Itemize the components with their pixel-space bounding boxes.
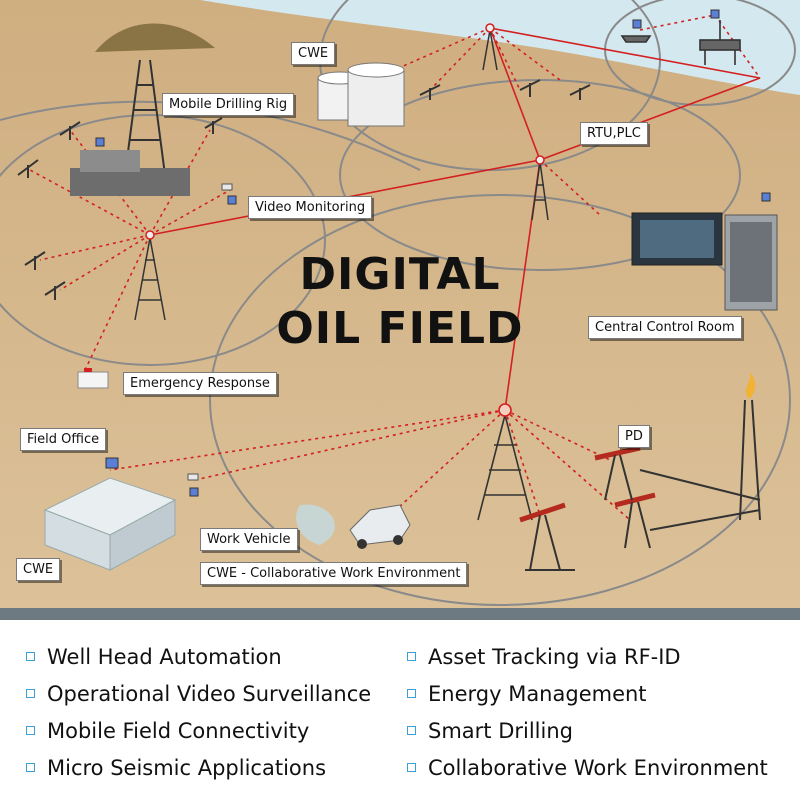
tower-bottom — [477, 403, 533, 521]
tower-left — [134, 230, 166, 321]
label-cwe-top: CWE — [291, 42, 336, 65]
label-rtu-plc: RTU,PLC — [580, 122, 648, 145]
checkbox-icon — [407, 689, 416, 698]
dotted-links — [29, 14, 761, 521]
tower-center — [531, 155, 549, 221]
work-vehicle — [296, 504, 411, 549]
storage-tanks — [317, 62, 405, 127]
feature-item: Micro Seismic Applications — [26, 755, 326, 781]
label-central-control-room: Central Control Room — [588, 316, 742, 339]
offshore-platform — [620, 20, 741, 65]
oil-field-scene — [0, 0, 800, 608]
checkbox-icon — [407, 726, 416, 735]
control-room — [631, 212, 778, 311]
pump-jack-bases — [525, 454, 761, 571]
ring-large — [209, 194, 791, 606]
flare-stack — [739, 372, 761, 521]
feature-label: Operational Video Surveillance — [47, 682, 372, 706]
red-pump-jacks — [519, 445, 656, 523]
feature-label: Micro Seismic Applications — [47, 756, 327, 780]
checkbox-icon — [407, 652, 416, 661]
label-pd: PD — [618, 425, 650, 448]
feature-item: Collaborative Work Environment — [407, 755, 768, 781]
ring-left — [0, 114, 326, 366]
label-video-monitoring: Video Monitoring — [248, 196, 373, 219]
emergency-vehicle — [77, 368, 109, 389]
feature-label: Collaborative Work Environment — [428, 756, 768, 780]
title-line-1: DIGITAL — [299, 249, 501, 300]
feature-label: Energy Management — [428, 682, 647, 706]
rf-sensors — [95, 9, 771, 497]
pump-jacks — [17, 79, 591, 300]
feature-item: Mobile Field Connectivity — [26, 718, 309, 744]
feature-item: Asset Tracking via RF-ID — [407, 644, 681, 670]
feature-item: Energy Management — [407, 681, 647, 707]
checkbox-icon — [26, 726, 35, 735]
label-field-office: Field Office — [20, 428, 107, 451]
cameras — [187, 183, 233, 481]
checkbox-icon — [26, 763, 35, 772]
title-line-2: OIL FIELD — [276, 303, 524, 354]
label-work-vehicle: Work Vehicle — [200, 528, 298, 551]
checkbox-icon — [26, 689, 35, 698]
feature-label: Asset Tracking via RF-ID — [428, 645, 681, 669]
feature-label: Mobile Field Connectivity — [47, 719, 310, 743]
feature-label: Smart Drilling — [428, 719, 573, 743]
feature-label: Well Head Automation — [47, 645, 282, 669]
tower-top — [482, 23, 498, 71]
sand-hill — [95, 23, 215, 52]
diagram-title: DIGITAL OIL FIELD — [265, 248, 535, 356]
feature-item: Operational Video Surveillance — [26, 681, 371, 707]
feature-list-panel: Well Head Automation Operational Video S… — [0, 608, 800, 800]
feature-item: Smart Drilling — [407, 718, 573, 744]
checkbox-icon — [26, 652, 35, 661]
feature-item: Well Head Automation — [26, 644, 282, 670]
mobile-drilling-rig — [70, 59, 190, 196]
label-mobile-drilling-rig: Mobile Drilling Rig — [162, 93, 295, 116]
field-office — [43, 477, 177, 571]
checkbox-icon — [407, 763, 416, 772]
label-cwe-bottom: CWE — [16, 558, 61, 581]
label-cwe-collaborative: CWE - Collaborative Work Environment — [200, 562, 468, 585]
label-emergency-response: Emergency Response — [123, 372, 277, 395]
